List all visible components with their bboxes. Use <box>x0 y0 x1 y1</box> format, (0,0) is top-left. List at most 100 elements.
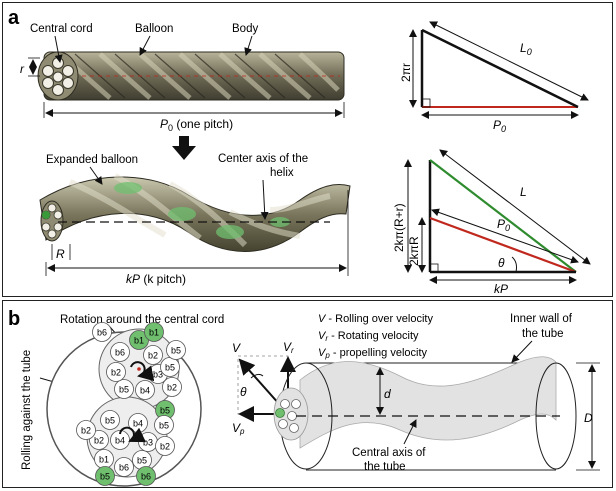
straight-rope <box>37 51 345 101</box>
center-axis-label-line2: helix <box>270 167 294 179</box>
radius-r-label: r <box>20 62 25 76</box>
tri1-height-label: 2πr <box>399 63 413 82</box>
balloon-b6: b6 <box>110 342 130 362</box>
svg-text:b3: b3 <box>143 438 153 448</box>
svg-text:b2: b2 <box>167 383 177 393</box>
tri2-hyp-inner-label: P0 <box>497 217 510 233</box>
balloon-b2: b2 <box>76 420 96 440</box>
body-label: Body <box>232 23 258 35</box>
panel-b-letter: b <box>8 308 20 330</box>
panel-b <box>2 300 613 488</box>
central-axis-leader <box>403 419 417 445</box>
kpitch-label: kP (k pitch) <box>126 272 186 286</box>
tri2-inner-height-label: 2kπR <box>407 236 421 266</box>
balloon-b1: b1 <box>144 322 164 342</box>
inner-wall-leader <box>511 340 533 363</box>
svg-text:b2: b2 <box>160 442 170 452</box>
svg-text:b5: b5 <box>100 472 110 482</box>
svg-text:b5: b5 <box>171 346 181 356</box>
balloon-b2: b2 <box>155 436 175 456</box>
balloon-b5: b5 <box>160 357 180 377</box>
svg-text:b5: b5 <box>105 416 115 426</box>
balloon-b6: b6 <box>114 457 134 477</box>
expanded-balloon-label: Expanded balloon <box>46 154 138 166</box>
central-axis-label-line2: the tube <box>364 461 406 473</box>
svg-text:b4: b4 <box>140 386 150 396</box>
svg-text:b2: b2 <box>111 368 121 378</box>
svg-text:b2: b2 <box>94 436 104 446</box>
balloon-b4: b4 <box>110 430 130 450</box>
balloon-b6: b6 <box>92 322 112 342</box>
vector-theta-label: θ <box>240 385 247 399</box>
legend-v: V - Rolling over velocity <box>318 313 433 325</box>
central-cord-leader <box>54 35 63 63</box>
expanded-rope <box>39 173 351 252</box>
balloon-leader <box>139 35 151 56</box>
vector-v-label: V <box>232 341 241 355</box>
svg-text:b5: b5 <box>159 421 169 431</box>
tri1-base-label: P0 <box>493 118 506 134</box>
panel-a <box>2 2 613 297</box>
svg-text:b2: b2 <box>81 426 91 436</box>
balloon-b5: b5 <box>155 400 175 420</box>
balloon-b5: b5 <box>166 340 186 360</box>
balloon-b6: b6 <box>136 466 156 486</box>
balloon-b2: b2 <box>143 345 163 365</box>
vector-vp-label: Vp <box>232 421 245 436</box>
svg-text:b5: b5 <box>137 456 147 466</box>
rotation-label: Rotation around the central cord <box>60 314 224 326</box>
balloon-b3: b3 <box>138 432 158 452</box>
tri2-angle-label: θ <box>498 256 505 270</box>
balloon-b2: b2 <box>162 377 182 397</box>
tube-3d <box>273 356 577 471</box>
radius-R-label: R <box>56 247 65 261</box>
central-axis-label-line1: Central axis of <box>352 447 426 459</box>
inner-wall-label-line1: Inner wall of <box>510 313 573 325</box>
svg-text:b6: b6 <box>115 348 125 358</box>
balloon-b5: b5 <box>154 415 174 435</box>
center-axis-leader <box>260 179 269 220</box>
central-cord-label: Central cord <box>30 23 93 35</box>
svg-text:b2: b2 <box>148 351 158 361</box>
balloon-b2: b2 <box>106 362 126 382</box>
center-axis-label-line1: Center axis of the <box>218 153 308 165</box>
tri1-hyp-label: L0 <box>520 41 532 57</box>
svg-text:b6: b6 <box>141 472 151 482</box>
expanded-balloon-leader <box>89 166 103 185</box>
panel-a-letter: a <box>8 7 20 29</box>
balloon-b5: b5 <box>114 379 134 399</box>
D-label: D <box>584 411 593 425</box>
pitch-label: P0 (one pitch) <box>160 117 233 133</box>
vector-vr-label: Vr <box>283 340 294 355</box>
legend-vp: Vp - propelling velocity <box>318 347 428 360</box>
rolling-label: Rolling against the tube <box>21 350 33 470</box>
transform-arrow <box>172 136 196 160</box>
svg-text:b3: b3 <box>153 370 163 380</box>
svg-text:b5: b5 <box>160 406 170 416</box>
legend-vr: Vr - Rotating velocity <box>318 330 419 343</box>
body-leader <box>244 35 253 56</box>
svg-text:b4: b4 <box>133 419 143 429</box>
balloon-b5: b5 <box>95 466 115 486</box>
svg-text:b4: b4 <box>115 436 125 446</box>
svg-text:b6: b6 <box>97 328 107 338</box>
tri2-hyp-outer-label: L <box>520 185 527 199</box>
triangle-one-pitch <box>420 28 579 109</box>
svg-text:b1: b1 <box>149 328 159 338</box>
balloon-b4: b4 <box>135 380 155 400</box>
svg-text:b5: b5 <box>165 363 175 373</box>
balloon-b1: b1 <box>94 449 114 469</box>
svg-text:b6: b6 <box>119 463 129 473</box>
svg-text:b1: b1 <box>134 336 144 346</box>
svg-text:b1: b1 <box>99 455 109 465</box>
inner-wall-label-line2: the tube <box>522 328 564 340</box>
tri2-base-label: kP <box>494 282 508 296</box>
balloon-label: Balloon <box>135 23 173 35</box>
d-label: d <box>384 387 391 401</box>
tri2-outer-height-label: 2kπ(R+r) <box>392 203 406 252</box>
balloon-b5: b5 <box>100 410 120 430</box>
svg-text:b5: b5 <box>119 385 129 395</box>
rotation-arrows <box>119 361 155 443</box>
velocity-legend: V - Rolling over velocity Vr - Rotating … <box>318 313 433 360</box>
